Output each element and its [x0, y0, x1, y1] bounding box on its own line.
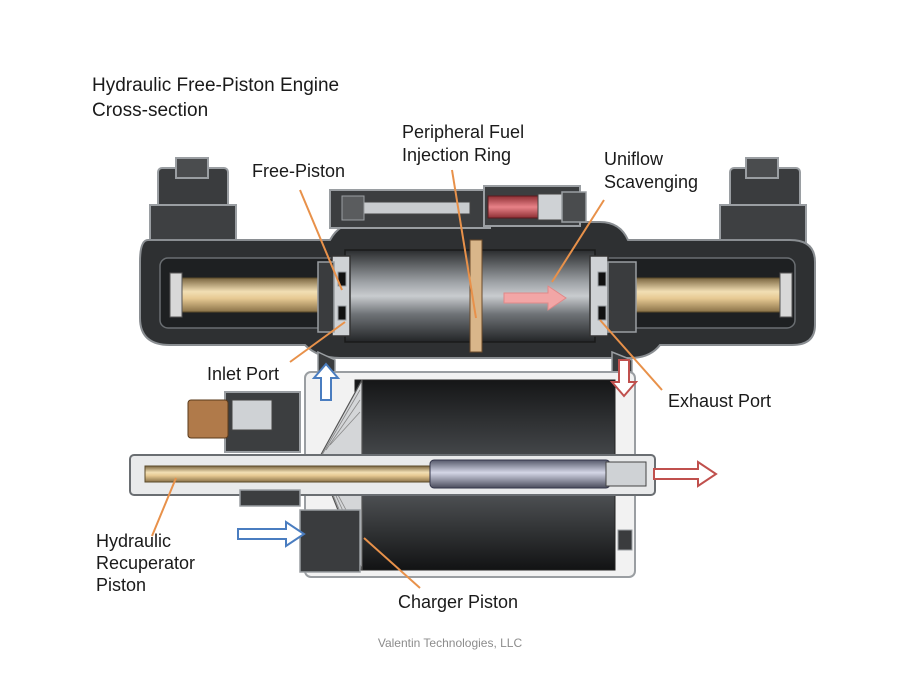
inlet-up-arrow-icon — [311, 362, 341, 401]
engine-housing — [139, 157, 816, 359]
fuel-injector-red — [487, 195, 539, 219]
label-inlet-port: Inlet Port — [207, 364, 280, 384]
label-uniflow-2: Scavenging — [604, 172, 699, 192]
label-exhaust-port: Exhaust Port — [668, 391, 772, 411]
label-uniflow-1: Uniflow — [604, 149, 664, 169]
leader-inlet-port — [289, 321, 346, 363]
hydraulic-outlet-arrow-icon — [653, 460, 718, 488]
credit-text: Valentin Technologies, LLC — [377, 636, 523, 650]
air-inlet-arrow-icon — [237, 520, 306, 548]
right-bounce-chamber — [631, 277, 785, 313]
leader-free-piston — [299, 189, 343, 291]
leader-exhaust-port — [599, 319, 663, 391]
label-recuperator-2: Recuperator — [96, 553, 196, 573]
charger-assembly — [129, 350, 656, 578]
leader-lines — [151, 169, 663, 589]
label-charger-piston: Charger Piston — [398, 592, 519, 612]
right-piston-head — [589, 255, 609, 337]
scavenging-arrow-icon — [503, 285, 567, 311]
diagram-title: Hydraulic Free-Piston Engine Cross-secti… — [92, 73, 339, 123]
label-recuperator-3: Piston — [96, 575, 147, 595]
leader-uniflow — [551, 199, 605, 283]
label-fuel-ring-1: Peripheral Fuel — [402, 122, 525, 142]
exhaust-down-arrow-icon — [609, 359, 639, 398]
label-recuperator-1: Hydraulic — [96, 531, 172, 551]
fuel-injection-ring — [469, 239, 483, 353]
left-bounce-chamber — [175, 277, 325, 313]
label-free-piston: Free-Piston — [252, 161, 346, 181]
flow-arrows — [237, 285, 718, 548]
title-line-1: Hydraulic Free-Piston Engine — [92, 75, 340, 96]
leader-recuperator — [151, 477, 177, 537]
leader-charger-piston — [363, 537, 421, 589]
valve-connector — [187, 399, 229, 439]
recuperator-piston-rod — [429, 459, 611, 489]
recuperator-rod — [144, 465, 431, 483]
title-line-2: Cross-section — [92, 100, 209, 121]
label-fuel-ring-2: Injection Ring — [402, 145, 512, 165]
leader-fuel-ring — [451, 169, 477, 319]
